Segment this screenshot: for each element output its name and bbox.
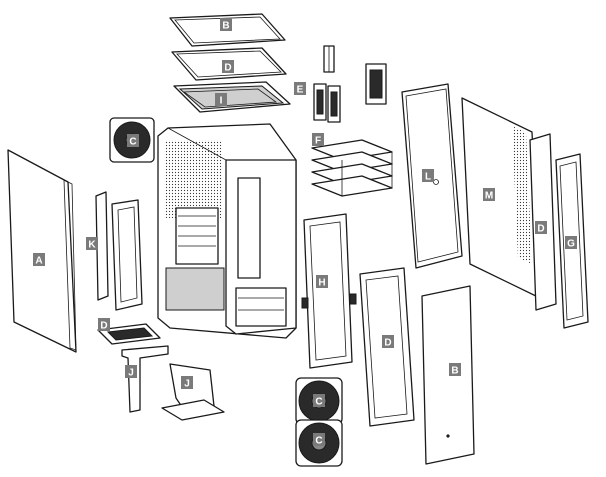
front-fan-bracket-h xyxy=(301,213,357,369)
svg-text:E: E xyxy=(297,85,304,96)
svg-text:D: D xyxy=(537,224,544,235)
brackets-e xyxy=(313,45,387,123)
svg-text:I: I xyxy=(220,96,223,107)
drive-sleds-f xyxy=(311,139,393,197)
label-k: K xyxy=(86,237,98,251)
label-c-front-2: C xyxy=(313,433,325,447)
cable-cover-k xyxy=(95,191,143,311)
front-panel-b xyxy=(421,285,475,465)
callout-labels: B D I E C F L M xyxy=(33,18,577,447)
label-d-side: D xyxy=(535,221,547,235)
svg-text:F: F xyxy=(315,136,321,147)
label-d-top: D xyxy=(222,60,234,74)
top-bracket-i xyxy=(173,81,291,113)
svg-text:H: H xyxy=(318,278,325,289)
label-f: F xyxy=(312,133,324,147)
label-h: H xyxy=(316,275,328,289)
label-c-rear: C xyxy=(127,134,139,148)
side-panel-m xyxy=(461,97,541,299)
svg-text:B: B xyxy=(451,366,458,377)
svg-text:A: A xyxy=(35,256,42,267)
svg-text:C: C xyxy=(315,397,322,408)
label-l: L xyxy=(422,169,434,183)
label-j-1: J xyxy=(125,365,137,379)
svg-text:M: M xyxy=(485,191,493,202)
svg-text:C: C xyxy=(315,436,322,447)
svg-text:L: L xyxy=(425,172,431,183)
label-d-front: D xyxy=(382,335,394,349)
label-a: A xyxy=(33,253,45,267)
psu-bracket-j-2 xyxy=(161,363,225,421)
label-e: E xyxy=(294,82,306,96)
main-chassis xyxy=(157,123,297,339)
svg-text:J: J xyxy=(184,379,190,390)
svg-text:B: B xyxy=(222,21,229,32)
label-m: M xyxy=(483,188,495,202)
svg-text:J: J xyxy=(128,368,134,379)
bottom-filter-d xyxy=(97,323,161,345)
psu-bracket-j-1 xyxy=(121,345,169,413)
svg-text:K: K xyxy=(88,240,96,251)
side-panel-a xyxy=(7,149,77,353)
label-b-top: B xyxy=(220,18,232,32)
svg-text:G: G xyxy=(567,239,575,250)
label-i: I xyxy=(215,93,227,107)
svg-text:D: D xyxy=(224,63,231,74)
label-b-front: B xyxy=(449,363,461,377)
svg-text:D: D xyxy=(100,321,107,332)
label-d-bottom: D xyxy=(98,318,110,332)
label-c-front-1: C xyxy=(313,394,325,408)
svg-text:C: C xyxy=(129,137,136,148)
svg-text:D: D xyxy=(384,338,391,349)
label-g: G xyxy=(565,236,577,250)
label-j-2: J xyxy=(181,376,193,390)
